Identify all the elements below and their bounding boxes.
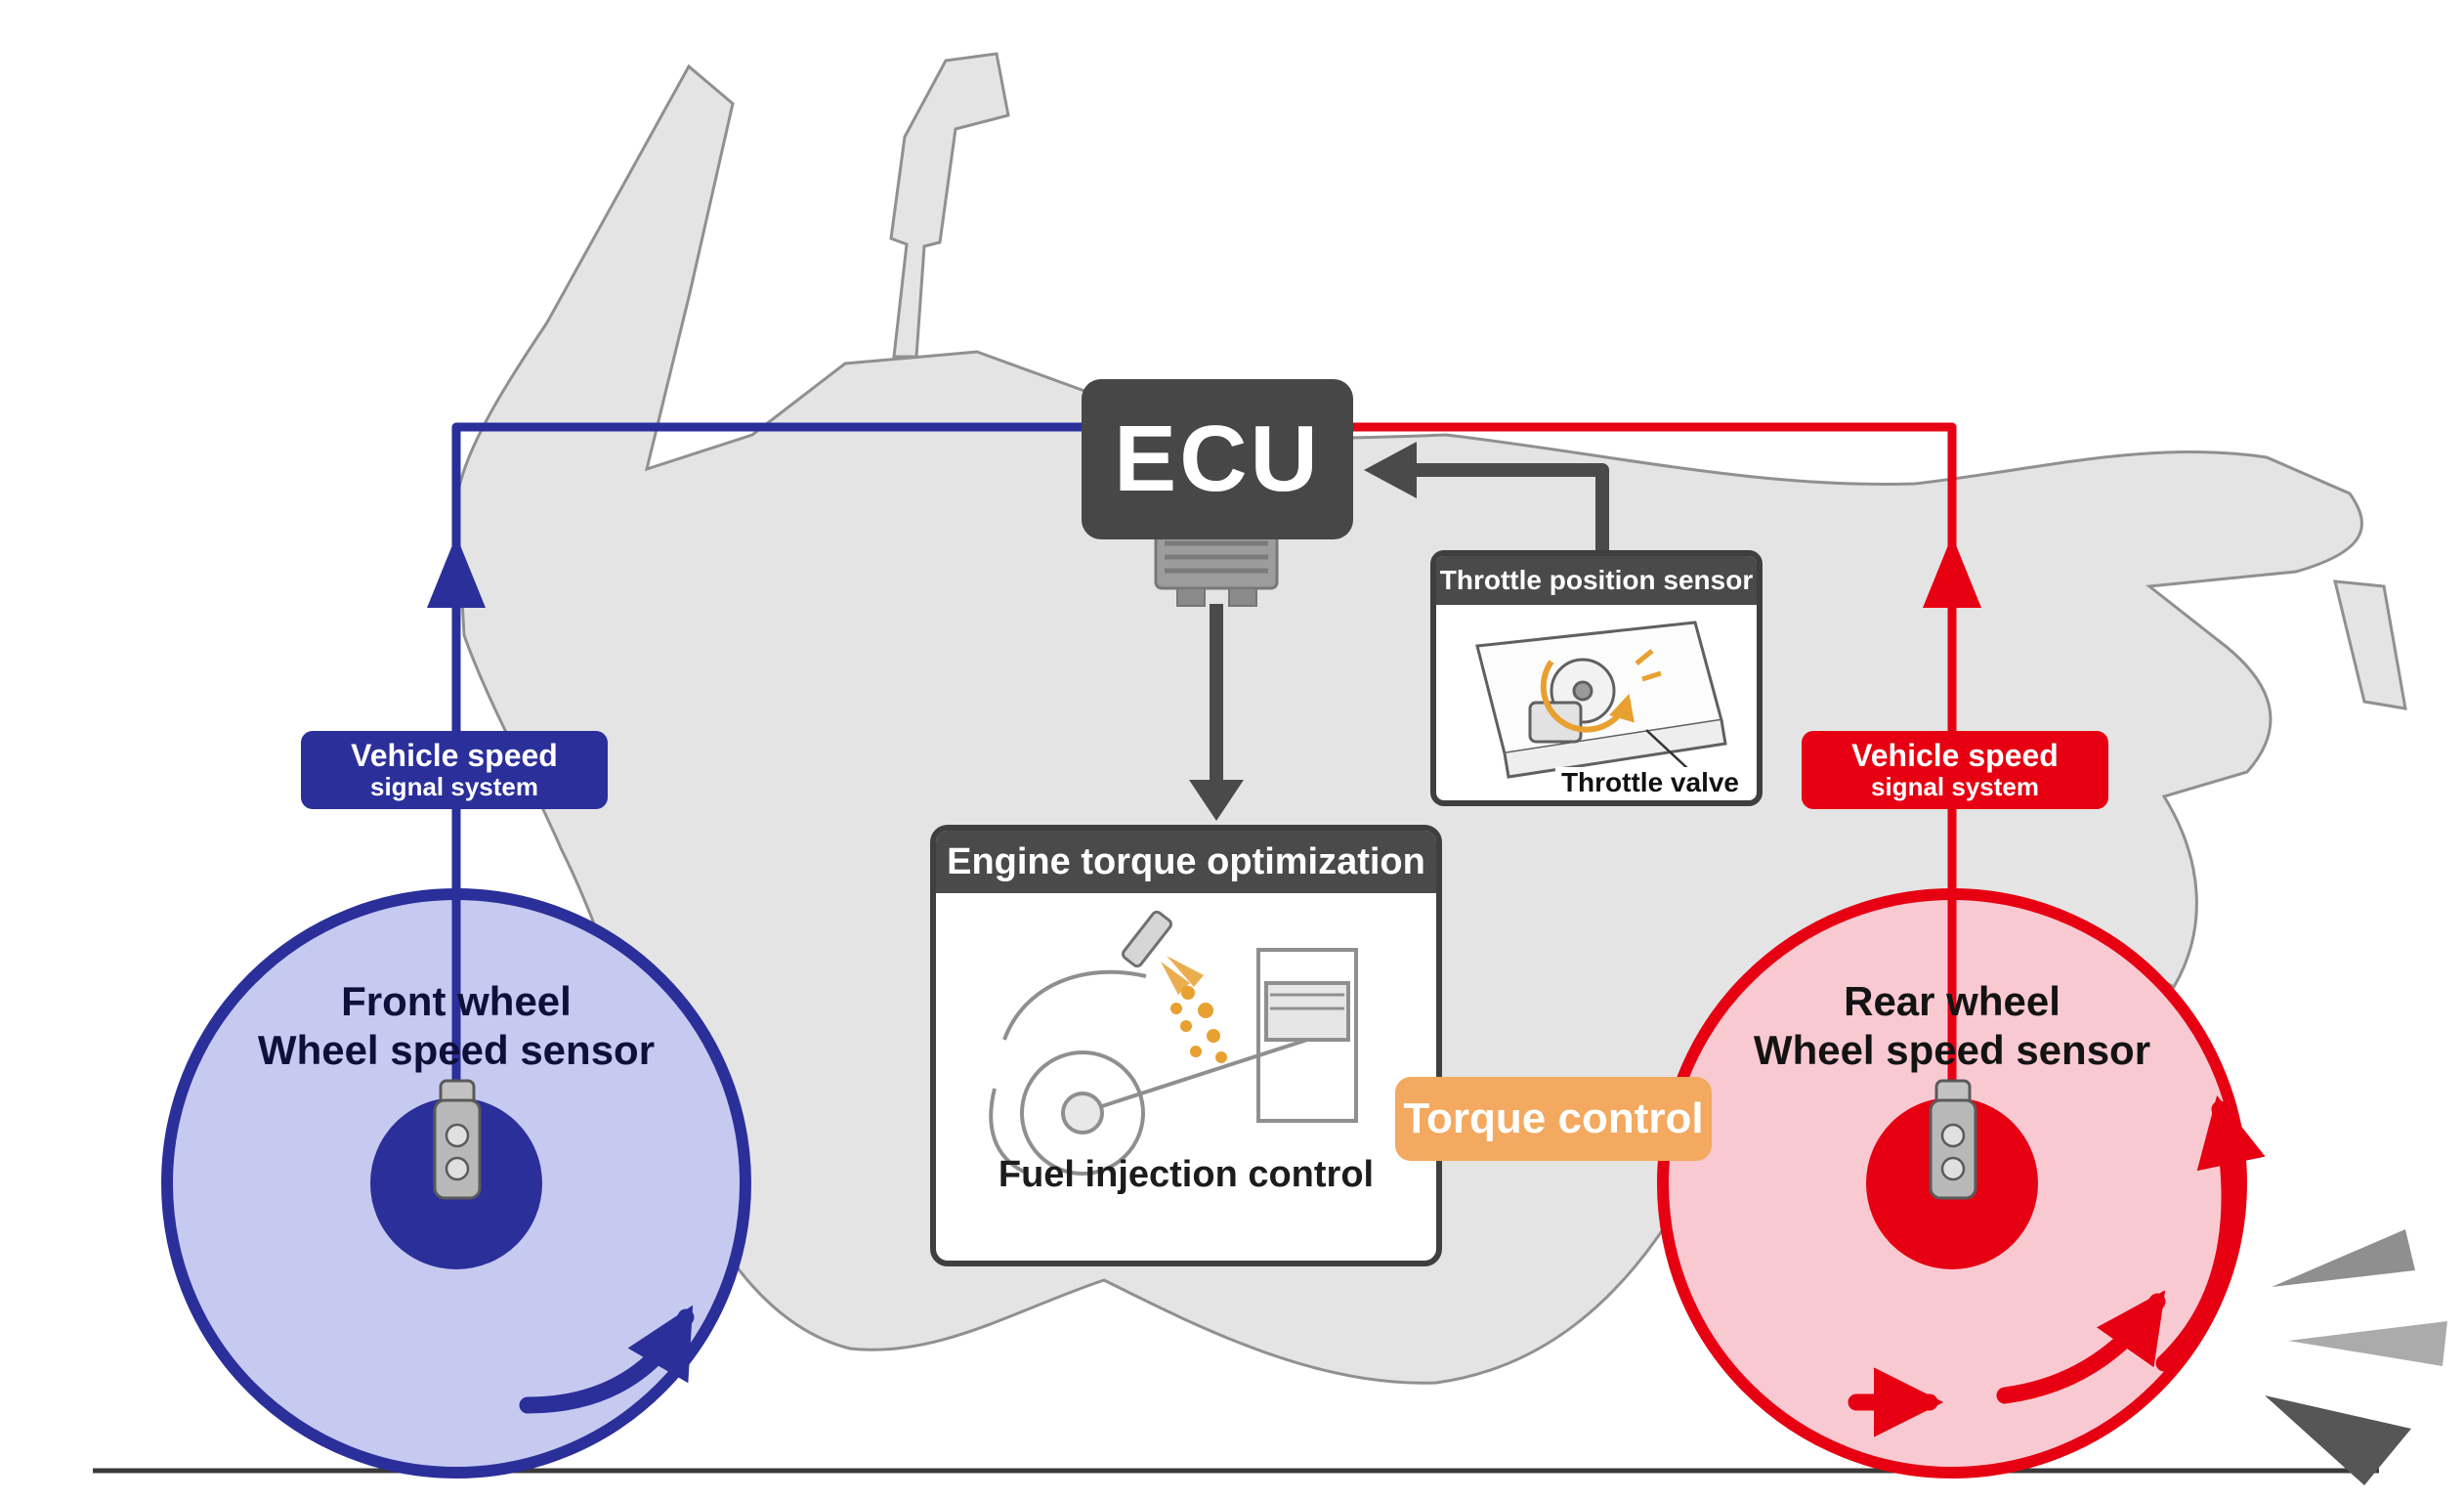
front-wheel-label-line2: Wheel speed sensor [257,1026,656,1073]
rear-wheel-sensor-icon [1929,1079,1977,1200]
engine-illustration [989,910,1358,1176]
throttle-to-ecu-arrowhead [1364,442,1417,498]
rear-fender-silhouette [2333,579,2407,710]
rear-signal-line [1352,422,1957,1183]
rear-wheel-label: Rear wheel Wheel speed sensor [1698,977,2206,1074]
torque-control-label: Torque control [1403,1094,1704,1142]
throttle-illustration [1475,621,1727,779]
throttle-to-ecu-arrow [1380,463,1609,550]
rear-signal-label-line1: Vehicle speed [1851,738,2059,774]
front-signal-label-line2: signal system [370,772,538,802]
rear-signal-label: Vehicle speed signal system [1802,731,2108,809]
engine-panel: Engine torque optimization [930,825,1442,1266]
engine-panel-title: Engine torque optimization [936,831,1436,893]
ecu-to-engine-arrowhead [1189,780,1244,821]
front-signal-label-line1: Vehicle speed [351,738,558,774]
front-wheel-sensor-icon [433,1079,482,1200]
torque-control-badge: Torque control [1395,1077,1712,1161]
front-wheel-label-line1: Front wheel [341,978,572,1024]
front-rotation-arrow [519,1305,695,1414]
ecu-box: ECU [1082,379,1353,539]
front-wheel-label: Front wheel Wheel speed sensor [202,977,710,1074]
ecu-label: ECU [1114,407,1321,511]
rear-wheel-label-line1: Rear wheel [1844,978,2060,1024]
fuel-spray [1161,956,1227,1063]
throttle-panel-title: Throttle position sensor [1436,556,1757,605]
mirror-silhouette [889,52,1010,359]
front-signal-arrowhead [427,536,486,608]
rear-wheel-label-line2: Wheel speed sensor [1753,1026,2151,1073]
fuel-injection-caption: Fuel injection control [998,1154,1375,1195]
front-signal-line [451,422,1094,1183]
throttle-panel: Throttle position sensor Throttle valve [1430,550,1763,806]
ecu-connector [1154,526,1279,607]
slip-marks [2265,1229,2447,1485]
rear-signal-arrowhead [1923,536,1981,608]
rear-rotation-arrows [1848,1095,2266,1437]
front-signal-label: Vehicle speed signal system [301,731,608,809]
rear-signal-label-line2: signal system [1871,772,2039,802]
throttle-valve-caption: Throttle valve [1554,767,1745,798]
